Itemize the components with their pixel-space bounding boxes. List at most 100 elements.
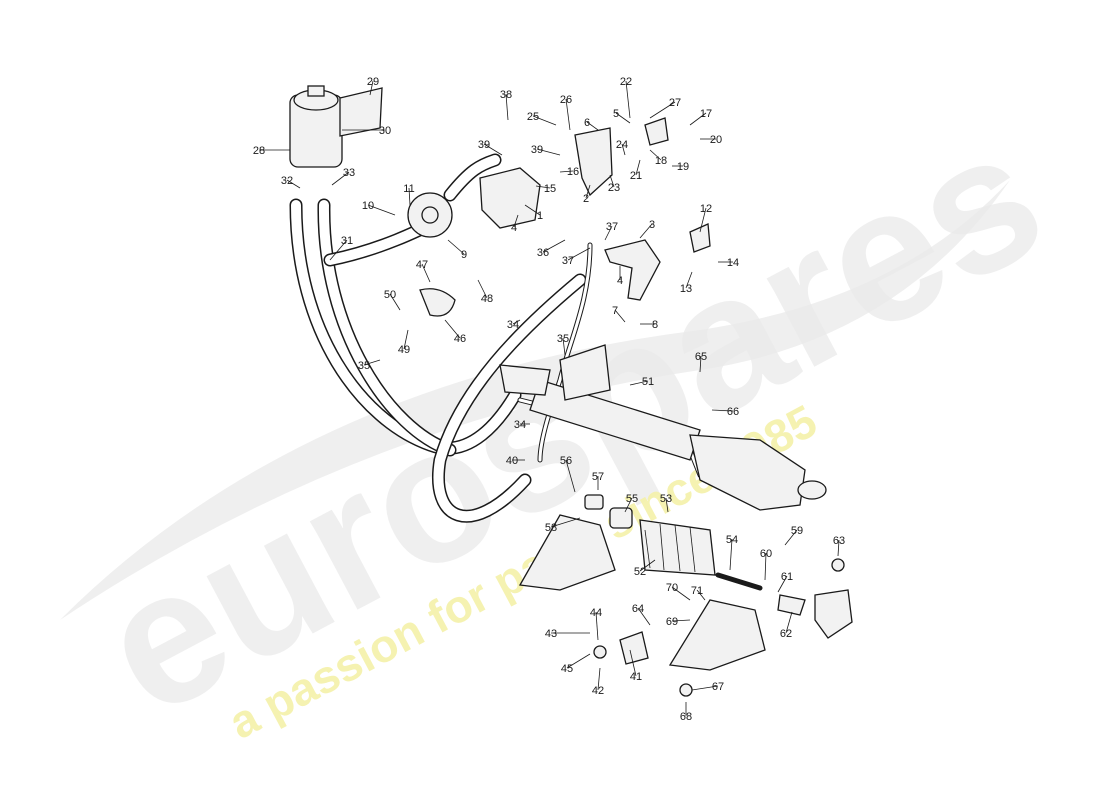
part-number-label: 60 <box>760 548 772 560</box>
hoses <box>289 153 587 523</box>
part-number-label: 32 <box>281 175 293 187</box>
part-number-label: 8 <box>652 319 658 331</box>
leader-line <box>505 93 509 121</box>
part-number-label: 61 <box>781 571 793 583</box>
leader-line <box>621 143 626 156</box>
part-number-label: 35 <box>557 333 569 345</box>
leader-line <box>764 552 767 581</box>
part-number-label: 68 <box>680 711 692 723</box>
nut-63 <box>831 558 845 572</box>
hose-31-inner <box>318 200 455 455</box>
leader-line <box>699 355 702 373</box>
leader-line <box>286 179 301 189</box>
leader-line <box>604 225 613 241</box>
rack-tube <box>529 379 701 461</box>
leader-line <box>559 170 574 173</box>
leader-line <box>685 271 693 289</box>
steering-rack <box>499 344 827 511</box>
part-number-label: 4 <box>511 222 517 234</box>
rack-end <box>797 480 827 500</box>
leader-line <box>837 539 840 557</box>
leader-line <box>421 263 431 283</box>
leader-line <box>691 685 719 691</box>
part-number-label: 38 <box>500 89 512 101</box>
part-number-label: 53 <box>660 493 672 505</box>
part-number-label: 10 <box>362 200 374 212</box>
leader-line <box>671 586 691 601</box>
leader-line <box>532 115 557 126</box>
part-number-label: 24 <box>616 139 628 151</box>
leader-line <box>615 112 631 124</box>
part-number-label: 64 <box>632 603 644 615</box>
part-number-label: 22 <box>620 76 632 88</box>
part-number-label: 63 <box>833 535 845 547</box>
leader-line <box>408 187 411 206</box>
part-number-label: 65 <box>695 351 707 363</box>
leader-line <box>696 589 706 601</box>
part-number-label: 5 <box>613 108 619 120</box>
leader-line <box>447 239 465 255</box>
leader-line <box>689 112 707 126</box>
part-number-label: 33 <box>343 167 355 179</box>
part-number-label: 69 <box>666 616 678 628</box>
leader-line <box>369 80 374 96</box>
part-number-label: 34 <box>507 319 519 331</box>
part-number-label: 27 <box>669 97 681 109</box>
leader-line <box>566 653 591 669</box>
rack-boot-left <box>499 364 551 396</box>
bush-55 <box>609 507 633 529</box>
part-number-label: 47 <box>416 259 428 271</box>
leader-line <box>477 279 488 299</box>
part-number-label: 57 <box>592 471 604 483</box>
part-number-label: 71 <box>691 585 703 597</box>
part-number-label: 55 <box>626 493 638 505</box>
leader-line <box>403 329 409 350</box>
leader-line <box>649 149 662 161</box>
bush-57 <box>584 494 604 510</box>
leader-line <box>389 293 401 311</box>
leader-line <box>513 214 519 228</box>
part-number-label: 18 <box>655 155 667 167</box>
part-number-label: 25 <box>527 111 539 123</box>
part-number-label: 12 <box>700 203 712 215</box>
part-number-label: 26 <box>560 94 572 106</box>
hose-39-inner <box>445 155 500 200</box>
leader-line <box>585 184 591 199</box>
bracket-3 <box>604 239 661 301</box>
part-number-label: 45 <box>561 663 573 675</box>
leader-line <box>444 319 461 339</box>
part-number-label: 46 <box>454 333 466 345</box>
part-number-label: 31 <box>341 235 353 247</box>
part-number-label: 41 <box>630 671 642 683</box>
bracket-64 <box>668 599 766 671</box>
tie-rod-60 <box>715 572 763 591</box>
leader-line <box>367 204 396 216</box>
part-number-label: 20 <box>710 134 722 146</box>
part-number-label: 59 <box>791 525 803 537</box>
tie-rod-assembly <box>584 494 853 639</box>
leader-line <box>777 575 788 593</box>
part-number-label: 13 <box>680 283 692 295</box>
clamp-42 <box>593 645 607 659</box>
part-number-label: 35 <box>358 360 370 372</box>
leader-line <box>665 497 669 513</box>
part-number-label: 39 <box>478 139 490 151</box>
leader-line <box>562 337 566 356</box>
clamp-41 <box>619 631 649 665</box>
leader-lines <box>259 80 840 716</box>
part-number-label: 56 <box>560 455 572 467</box>
pump-link <box>644 117 669 146</box>
part-number-label: 54 <box>726 534 738 546</box>
part-number-label: 40 <box>506 455 518 467</box>
leader-line <box>329 239 348 261</box>
part-number-label: 28 <box>253 145 265 157</box>
leader-line <box>629 380 649 386</box>
leader-line <box>512 319 521 325</box>
part-number-label: 17 <box>700 108 712 120</box>
part-number-label: 21 <box>630 170 642 182</box>
part-number-label: 37 <box>606 221 618 233</box>
leader-line <box>483 143 503 156</box>
